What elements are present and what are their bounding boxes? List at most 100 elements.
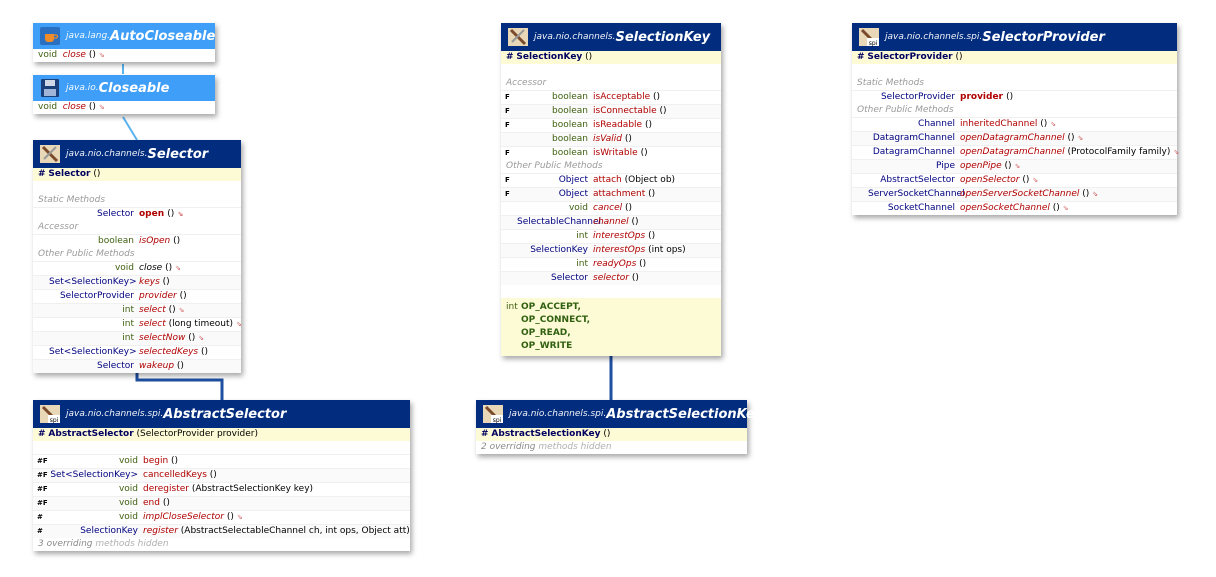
method-name[interactable]: openSelector [960,175,1020,185]
method-name[interactable]: isConnectable [593,106,657,116]
method-signature[interactable]: interestOps (int ops) [593,244,721,257]
method-name[interactable]: open [139,209,165,219]
method-name[interactable]: openDatagramChannel [960,147,1065,157]
method-signature[interactable]: selectNow () ⇘ [139,332,241,345]
method-signature[interactable]: isValid () [593,133,721,146]
method-signature[interactable]: attachment () [593,188,721,201]
method-signature[interactable]: isOpen () [139,235,241,248]
method-signature[interactable]: openServerSocketChannel () ⇘ [960,188,1177,201]
method-signature[interactable]: provider () [139,290,241,303]
method-name[interactable]: provider [960,92,1004,102]
method-name[interactable]: interestOps [593,231,646,241]
method-signature[interactable]: close () ⇘ [139,262,241,275]
constructor-name[interactable]: SelectionKey [516,52,583,62]
method-signature[interactable]: openDatagramChannel () ⇘ [960,132,1177,145]
card-abstractselectionkey[interactable]: spi java.nio.channels.spi. AbstractSelec… [476,400,763,454]
method-name[interactable]: openPipe [960,161,1002,171]
method-name[interactable]: select [139,305,166,315]
card-header[interactable]: spi java.nio.channels.spi. SelectorProvi… [852,23,1177,51]
field-name[interactable]: OP_WRITE [521,341,573,351]
constructor-name[interactable]: AbstractSelector [48,429,134,439]
method-signature[interactable]: wakeup () [139,360,241,373]
method-signature[interactable]: open () ⇘ [139,208,241,221]
card-selectorprovider[interactable]: spi java.nio.channels.spi. SelectorProvi… [852,23,1179,215]
method-signature[interactable]: deregister (AbstractSelectionKey key) [143,483,410,496]
method-name[interactable]: openDatagramChannel [960,133,1065,143]
method-name[interactable]: openServerSocketChannel [960,189,1080,199]
method-signature[interactable]: cancel () [593,202,721,215]
card-header[interactable]: java.nio.channels. SelectionKey [501,23,721,51]
method-signature[interactable]: interestOps () [593,230,721,243]
method-signature[interactable]: inheritedChannel () ⇘ [960,118,1177,131]
constructor-row[interactable]: # AbstractSelectionKey () [476,428,747,441]
method-row[interactable]: Set<SelectionKey>keys () [33,275,241,289]
card-autocloseable[interactable]: java.lang. AutoCloseable void close () ⇘ [33,23,215,62]
method-name[interactable]: deregister [143,484,189,494]
method-name[interactable]: openSocketChannel [960,203,1050,213]
method-name[interactable]: isWritable [593,148,638,158]
card-selectionkey[interactable]: java.nio.channels. SelectionKey # Select… [501,23,721,356]
method-name[interactable]: close [62,102,86,112]
method-signature[interactable]: selector () [593,272,721,285]
method-name[interactable]: close [62,50,86,60]
card-header[interactable]: spi java.nio.channels.spi. AbstractSelec… [33,400,410,428]
constructor-row[interactable]: # Selector () [33,168,241,181]
card-header[interactable]: java.lang. AutoCloseable [33,23,215,49]
method-signature[interactable]: readyOps () [593,258,721,271]
method-signature[interactable]: selectedKeys () [139,346,241,359]
method-name[interactable]: cancelledKeys [143,470,207,480]
card-abstractselector[interactable]: spi java.nio.channels.spi. AbstractSelec… [33,400,410,551]
method-name[interactable]: isValid [593,134,622,144]
method-name[interactable]: interestOps [593,245,646,255]
method-name[interactable]: isAcceptable [593,92,651,102]
method-signature[interactable]: attach (Object ob) [593,174,721,187]
method-signature[interactable]: openPipe () ⇘ [960,160,1177,173]
method-name[interactable]: keys [139,277,160,287]
method-name[interactable]: selectedKeys [139,347,199,357]
constructor-row[interactable]: # SelectorProvider () [852,51,1177,64]
method-name[interactable]: implCloseSelector [143,512,224,522]
method-signature[interactable]: openSocketChannel () ⇘ [960,202,1177,215]
method-name[interactable]: selector [593,273,629,283]
method-signature[interactable]: begin () [143,455,410,468]
field-name[interactable]: OP_ACCEPT, [521,302,581,312]
method-name[interactable]: inheritedChannel [960,119,1038,129]
constructor-name[interactable]: SelectorProvider [867,52,953,62]
method-signature[interactable]: channel () [593,216,721,229]
method-row[interactable]: Set<SelectionKey>selectedKeys () [33,345,241,359]
method-name[interactable]: wakeup [139,361,175,371]
method-signature[interactable]: cancelledKeys () [143,469,410,482]
method-name[interactable]: readyOps [593,259,637,269]
method-name[interactable]: begin [143,456,169,466]
card-selector[interactable]: java.nio.channels. Selector # Selector (… [33,140,242,373]
method-name[interactable]: selectNow [139,333,186,343]
